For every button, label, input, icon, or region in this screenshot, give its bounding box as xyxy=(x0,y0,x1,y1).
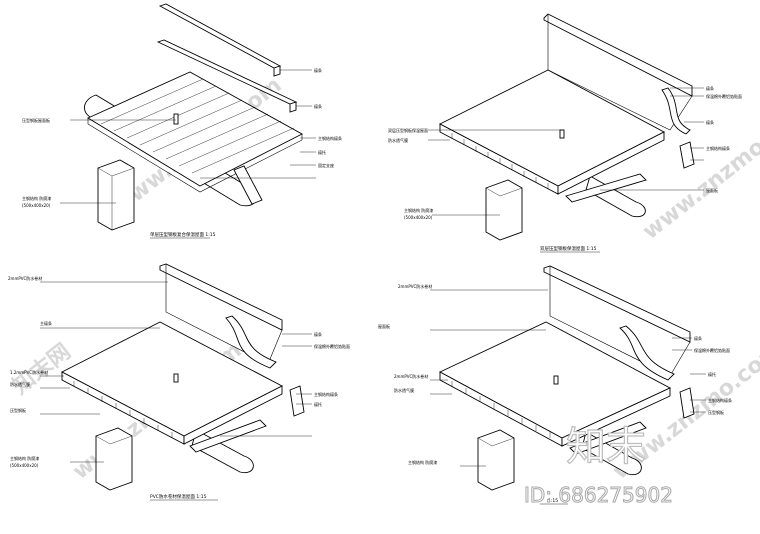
diagram-3: 2mmPVC防水卷材 檩条 主檩条 保温棉外覆铝箔贴面 1.2mmPVC防水卷材… xyxy=(8,263,350,501)
label-d4-9: 压型钢板 xyxy=(708,409,724,415)
label-d1-3: 压型钢板屋面板 xyxy=(22,117,50,123)
diagram-1: 檩条 檩条 压型钢板屋面板 主钢结构檩条 檩托 固定支座 主钢结构 防腐漆 (5… xyxy=(22,3,342,239)
purlin-mid-flange xyxy=(289,101,297,113)
label-d2-6: 主钢结构檩条 xyxy=(706,145,730,151)
diagram-2: 檩条 保温棉外覆铝箔贴面 檩条 双层压型钢板保温屋面 防水透气膜 主钢结构檩条 … xyxy=(388,13,742,253)
caption-diagram-3: PVC防水卷材保温屋面 1:15 xyxy=(150,493,207,500)
steel-tube-2 xyxy=(485,179,523,241)
insulation-roll-4 xyxy=(619,325,675,381)
label-d4-8: 主钢结构檩条 xyxy=(708,397,732,403)
label-d2-3: 檩条 xyxy=(706,119,714,125)
label-d3-7: 主钢结构檩条 xyxy=(314,391,338,397)
label-d3-2: 檩条 xyxy=(314,331,322,337)
insulation-roll-3 xyxy=(225,315,277,369)
label-d3-5: 1.2mmPVC防水卷材 xyxy=(10,369,48,375)
label-d2-1: 檩条 xyxy=(706,85,714,91)
label-d4-10: 主钢结构 防腐漆 xyxy=(408,459,437,465)
fastener-4 xyxy=(553,375,559,385)
label-d2-8: 主钢结构 防腐漆 xyxy=(404,207,433,213)
label-d4-3: 屋面板 xyxy=(378,323,390,329)
steel-beam-1 xyxy=(233,165,263,205)
label-d3-9: 压型钢板 xyxy=(10,407,26,413)
label-d4-2: 檩条 xyxy=(694,335,702,341)
label-d4-5: 2mmPVC防水卷材 xyxy=(394,373,428,379)
caption-diagram-2: 双层压型钢板保温屋面 1:15 xyxy=(540,245,597,252)
steel-tube-3 xyxy=(95,427,133,491)
watermark-site-2: www.znzmo.com xyxy=(638,98,760,245)
label-d2-9: (500x400x20) xyxy=(404,215,433,220)
label-d2-2: 保温棉外覆铝箔贴面 xyxy=(706,93,742,99)
caption-diagram-4: 1:15 xyxy=(548,498,558,504)
stamp-watermark: 知末 ID: 686275902 xyxy=(524,423,674,507)
parapet-wall-4 xyxy=(543,265,691,343)
label-d3-3: 主檩条 xyxy=(40,320,52,326)
label-d4-6: 防水透气膜 xyxy=(394,387,414,393)
panel-edge-2b xyxy=(557,131,665,195)
stamp-id: ID: 686275902 xyxy=(524,483,673,507)
label-d1-7: 主钢结构 防腐漆 xyxy=(22,195,51,201)
fastener-2 xyxy=(559,129,565,139)
fastener-1 xyxy=(173,113,179,125)
label-d2-4: 双层压型钢板保温屋面 xyxy=(388,127,428,133)
steel-beam-4 xyxy=(679,387,695,419)
insulation-roll-2 xyxy=(661,87,691,135)
label-d1-4: 主钢结构檩条 xyxy=(318,135,342,141)
diagram-4: 2mmPVC防水卷材 檩条 屋面板 保温棉外覆铝箔贴面 2mmPVC防水卷材 防… xyxy=(378,265,732,505)
purlin-top-flange xyxy=(273,65,281,77)
fastener-3 xyxy=(173,373,179,383)
steel-beam-2b xyxy=(565,173,647,203)
label-d1-8: (500x400x20) xyxy=(22,203,51,208)
label-d3-8: 檩托 xyxy=(314,401,322,407)
label-d4-7: 檩托 xyxy=(708,371,716,377)
parapet-wall-3 xyxy=(159,263,283,331)
steel-beam-3 xyxy=(289,385,305,417)
caption-diagram-1: 单层压型钢板复合保温屋面 1:15 xyxy=(150,231,216,238)
panel-edge-3b xyxy=(183,385,283,445)
label-d3-10: 主钢结构 防腐漆 xyxy=(10,455,39,461)
label-d1-6: 固定支座 xyxy=(318,162,334,168)
roof-panel-2 xyxy=(439,69,665,187)
label-d3-11: (500x400x20) xyxy=(10,463,39,468)
label-d1-2: 檩条 xyxy=(314,103,322,109)
roof-panel-3 xyxy=(61,321,283,437)
label-d4-4: 保温棉外覆铝箔贴面 xyxy=(694,347,730,353)
label-d2-5: 防水透气膜 xyxy=(388,137,408,143)
stamp-name: 知末 xyxy=(566,424,646,470)
label-d1-5: 檩托 xyxy=(318,149,326,155)
parapet-wall-2 xyxy=(543,13,693,97)
purlin-top xyxy=(158,3,282,69)
panel-edge-4b xyxy=(561,387,671,447)
label-d3-4: 保温棉外覆铝箔贴面 xyxy=(314,343,350,349)
label-d4-1: 2mmPVC防水卷材 xyxy=(398,283,432,289)
label-d2-7: 屋面板 xyxy=(706,187,718,193)
steel-tube-4 xyxy=(477,429,515,491)
steel-beam-4b xyxy=(569,421,647,455)
label-d3-1: 2mmPVC防水卷材 xyxy=(8,275,42,281)
steel-beam-2 xyxy=(679,141,695,169)
label-d1-1: 檩条 xyxy=(314,67,322,73)
label-d3-6: 防水透气膜 xyxy=(10,381,30,387)
steel-tube-1 xyxy=(97,159,135,231)
